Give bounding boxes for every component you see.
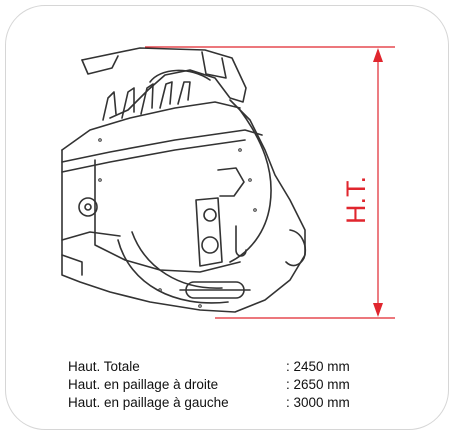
rivets [98, 138, 257, 308]
machine-drawing: H.T. [61, 46, 395, 319]
height-dimension-label: H.T. [341, 176, 371, 224]
rotor-finger-4 [159, 81, 173, 109]
side-plate [195, 197, 223, 267]
rotor-finger-2 [121, 87, 135, 119]
left-bracket [61, 254, 83, 276]
dimension-arrow-top [373, 48, 383, 62]
spout-top-plate [201, 51, 227, 79]
spec-label: Haut. Totale [68, 359, 140, 374]
left-wheel-hub [84, 203, 92, 211]
spout-ring [149, 69, 211, 83]
spec-row-height-left: Haut. en paillage à gauche : 3000 mm [68, 394, 388, 412]
gear-upper [203, 208, 217, 222]
rotor-finger-1 [102, 91, 117, 121]
spout-deflector [81, 55, 119, 75]
crossbeam [61, 129, 263, 163]
product-card [5, 5, 449, 430]
hanging-hook [235, 225, 247, 257]
side-link [217, 167, 245, 197]
right-roller [285, 229, 306, 267]
body-housing [61, 99, 306, 313]
height-dimension [145, 46, 395, 319]
spec-value: : 3000 mm [286, 395, 350, 410]
body-side-curve [229, 109, 272, 263]
spec-label: Haut. en paillage à gauche [68, 395, 229, 410]
rotor-finger-5 [177, 81, 191, 105]
spec-row-height-right: Haut. en paillage à droite : 2650 mm [68, 376, 388, 394]
drum-inner-arc [131, 231, 223, 289]
body-front-panel [94, 159, 241, 273]
left-wheel [78, 197, 98, 217]
spec-label: Haut. en paillage à droite [68, 377, 219, 392]
rotor-finger-3 [140, 83, 154, 115]
gear-lower [201, 236, 219, 254]
spec-value: : 2650 mm [286, 377, 350, 392]
drum-arc [117, 239, 229, 304]
body-top-edge [61, 101, 241, 151]
spec-row-total-height: Haut. Totale : 2450 mm [68, 358, 388, 376]
left-arm [61, 231, 121, 241]
crossbeam-lower [61, 139, 246, 173]
machine-outline [61, 47, 306, 313]
specs-table: Haut. Totale : 2450 mm Haut. en paillage… [68, 358, 388, 412]
dimension-arrow-bottom [373, 303, 383, 317]
spec-value: : 2450 mm [286, 359, 350, 374]
spout-chute [81, 47, 247, 119]
